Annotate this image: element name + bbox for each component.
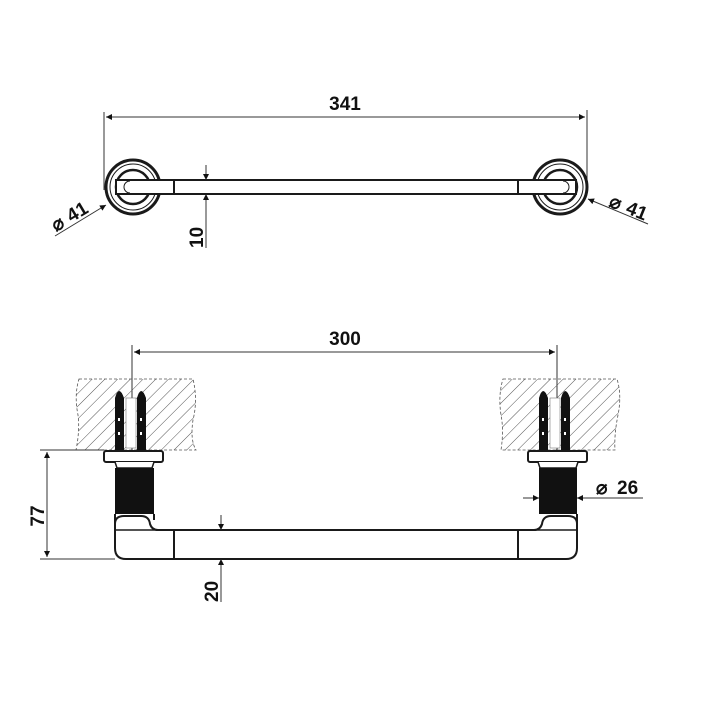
rosette-left: [104, 158, 175, 216]
dimension-300: 300: [131, 329, 558, 450]
dimension-label-26: 26: [617, 478, 638, 499]
dimension-label-10: 10: [187, 227, 208, 248]
wall-anchors-left: [115, 391, 146, 450]
dimension-label-41-left: 41: [63, 198, 92, 227]
dimension-diameter-41-left: ⌀ 41: [48, 198, 107, 237]
dimension-20: 20: [202, 515, 224, 602]
dimension-77: 77: [28, 449, 115, 560]
diameter-symbol-26: ⌀: [596, 478, 608, 499]
top-view: 341 10: [48, 94, 651, 248]
post-right: [517, 450, 588, 560]
front-view: 300: [28, 329, 643, 602]
dimension-diameter-41-right: ⌀ 41: [587, 191, 651, 226]
dimension-label-300: 300: [329, 329, 361, 350]
wall-anchors-right: [539, 391, 570, 450]
diameter-symbol-left: ⌀: [48, 212, 69, 236]
post-left: [103, 450, 175, 560]
dimension-10: 10: [187, 165, 209, 248]
front-bar: [173, 529, 519, 560]
dimension-341: 341: [103, 94, 588, 190]
dimension-label-341: 341: [329, 94, 361, 115]
dimension-label-77: 77: [28, 505, 49, 526]
top-bar: [119, 179, 571, 195]
rosette-right: [517, 158, 589, 216]
dimension-diameter-26: ⌀ 26: [523, 478, 643, 501]
dimension-label-20: 20: [202, 581, 223, 602]
diameter-symbol-right: ⌀: [606, 191, 625, 215]
dimension-label-41-right: 41: [623, 198, 651, 226]
